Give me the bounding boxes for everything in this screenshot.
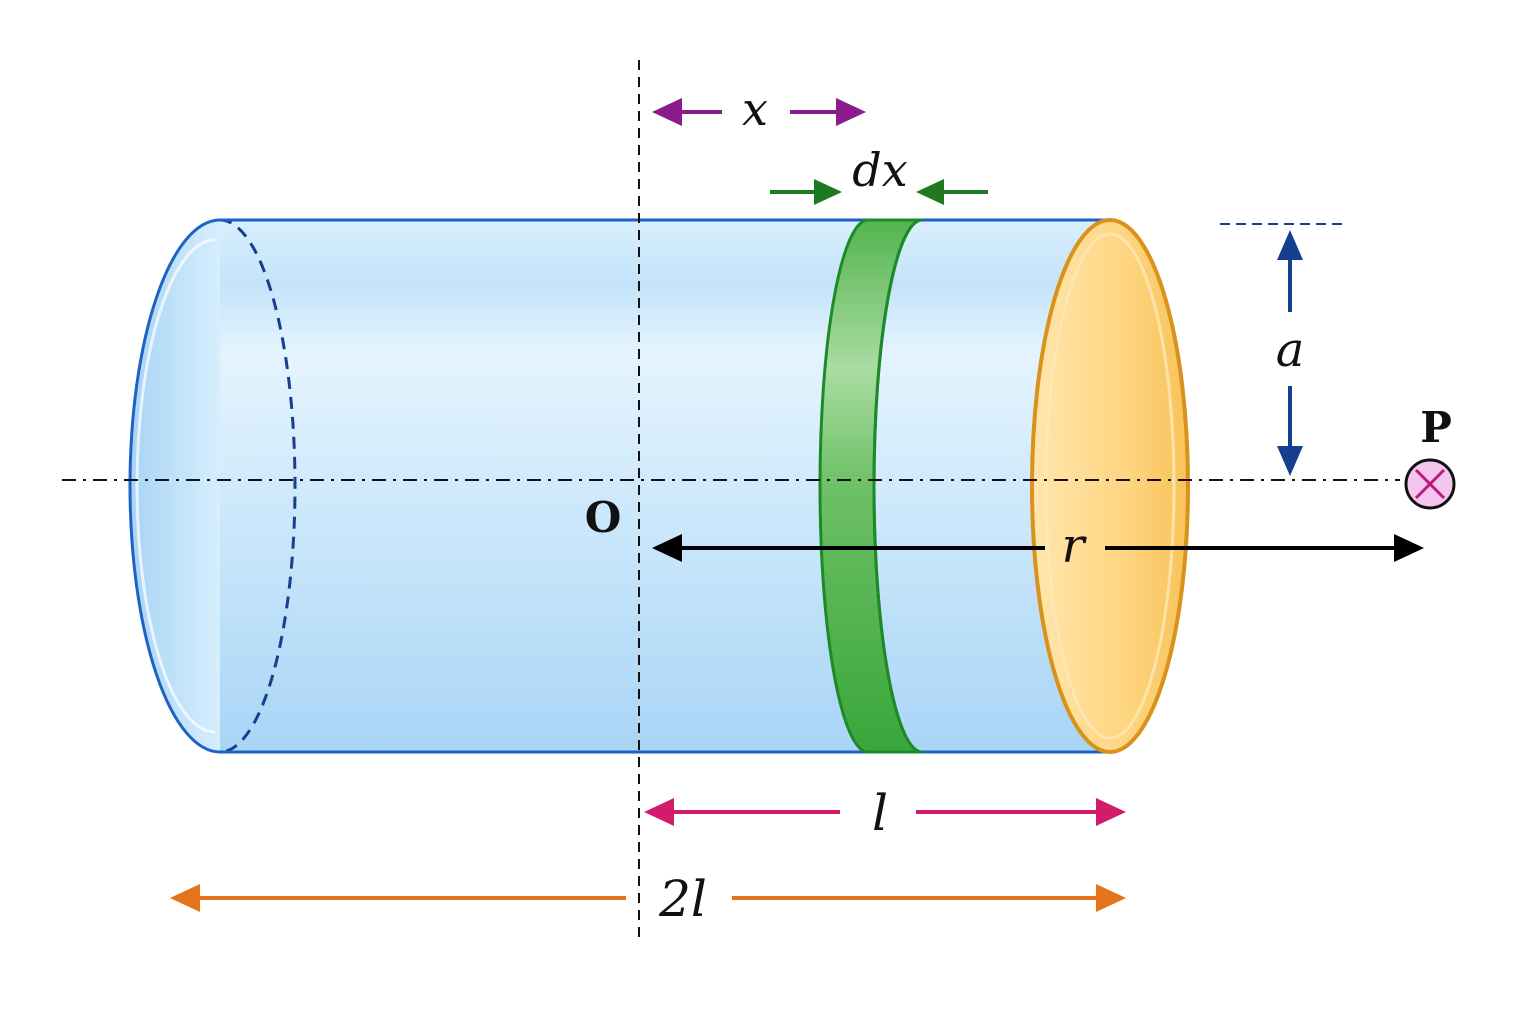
- label-a: a: [1276, 322, 1305, 378]
- cylinder-end-face-rim: [1044, 232, 1176, 740]
- cross-in-circle-icon: [1404, 458, 1456, 510]
- l-dimension-arrow: [644, 798, 1126, 826]
- dx-dimension-arrows: [770, 179, 988, 205]
- cylinder-end-face: [1030, 218, 1190, 754]
- cylinder-left-cap-hidden: [219, 218, 297, 754]
- x-dimension-arrow: [652, 98, 866, 126]
- cylinder-body: [130, 220, 1110, 752]
- label-dx: dx: [852, 143, 907, 197]
- label-P: P: [1420, 403, 1452, 452]
- cylinder-left-cap: [128, 218, 221, 754]
- label-r: r: [1062, 518, 1088, 574]
- cylinder-left-cap-highlight: [135, 238, 216, 734]
- label-2l: 2l: [658, 870, 707, 928]
- r-dimension-arrow: [652, 534, 1424, 562]
- label-l: l: [872, 784, 888, 842]
- a-dimension-arrow: [1277, 230, 1303, 476]
- label-x: x: [742, 82, 768, 136]
- dx-ring-inner-edge: [872, 218, 923, 754]
- two-l-dimension-arrow: [170, 884, 1126, 912]
- label-O: O: [585, 493, 622, 542]
